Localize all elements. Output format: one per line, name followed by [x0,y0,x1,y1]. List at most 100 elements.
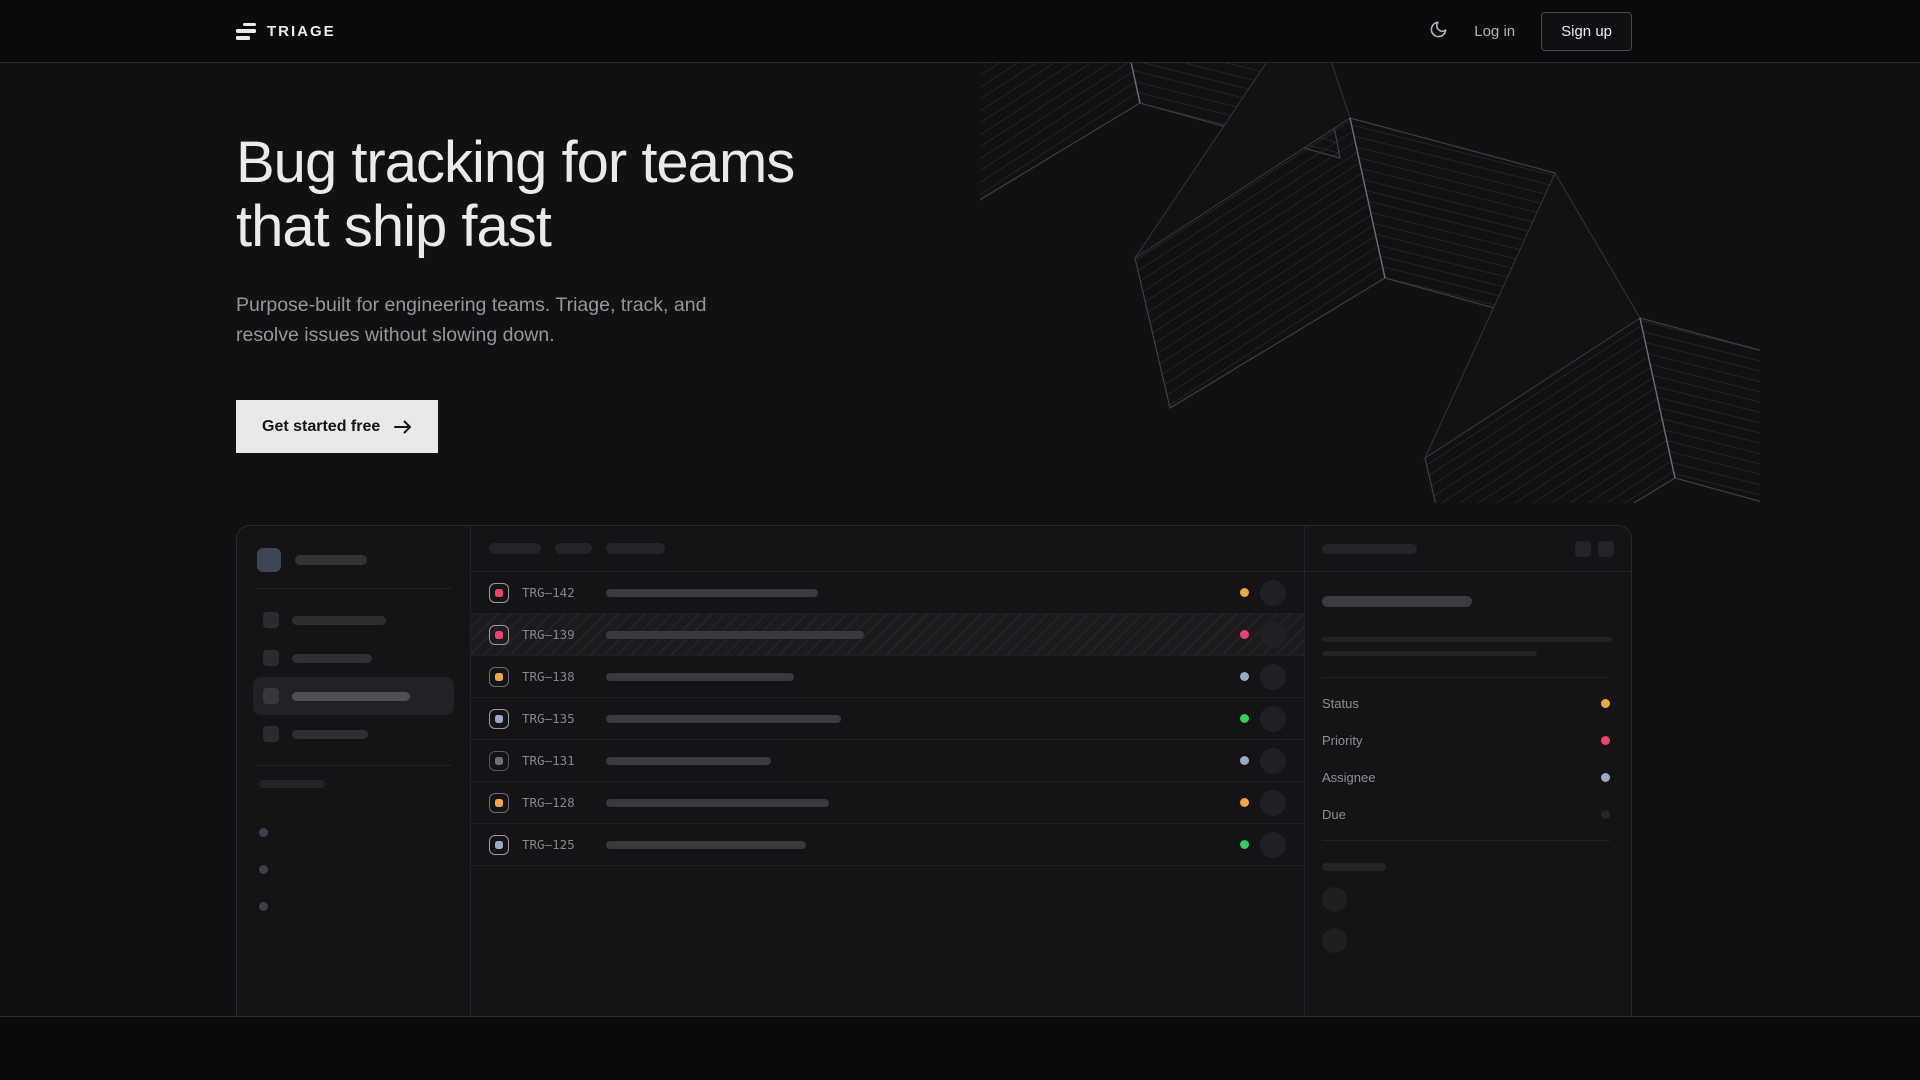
activity-avatars [1322,887,1610,953]
sidebar-item[interactable] [253,601,454,639]
detail-field-row[interactable]: Due [1322,796,1610,833]
section-label-skeleton [259,780,325,788]
issue-type-dot [495,840,503,849]
sidebar-dot [259,828,268,837]
issue-row[interactable]: TRG–142 [471,572,1304,614]
avatar [1260,663,1286,690]
sidebar-dot [259,902,268,911]
detail-action-button[interactable] [1598,540,1614,557]
issue-row[interactable]: TRG–138 [471,656,1304,698]
status-dot [1240,798,1249,807]
issue-row[interactable]: TRG–128 [471,782,1304,824]
workspace-name-skeleton [295,555,367,565]
status-dot [1240,630,1249,639]
sidebar-item-label-skeleton [292,615,386,625]
issue-type-dot [495,714,503,723]
issue-title-skeleton [606,798,829,807]
workspace-icon [257,548,281,572]
status-dot [1240,840,1249,849]
issue-id: TRG–139 [522,627,575,642]
avatar [1260,747,1286,774]
issue-type-icon [489,792,509,813]
divider [255,588,452,589]
issue-row[interactable]: TRG–131 [471,740,1304,782]
arrow-right-icon [394,420,412,434]
field-label: Priority [1322,733,1363,748]
moon-icon [1429,20,1448,42]
detail-action-button[interactable] [1575,540,1591,557]
list-toolbar [471,526,1304,572]
signup-button[interactable]: Sign up [1541,11,1632,51]
sidebar-item-icon [263,612,279,628]
issue-type-icon [489,708,509,729]
issue-id: TRG–142 [522,585,575,600]
issue-type-icon [489,582,509,603]
issue-id: TRG–135 [522,711,575,726]
activity-label-skeleton [1322,863,1386,871]
list-filter-pill-skeleton[interactable] [489,543,541,554]
brand-name: TRIAGE [267,22,336,40]
list-filter-pill-skeleton[interactable] [606,543,665,554]
description-line-skeleton [1322,637,1612,642]
sidebar-item-icon [263,688,279,704]
divider [1322,677,1610,678]
issue-row[interactable]: TRG–139 [471,614,1304,656]
detail-breadcrumb-skeleton [1322,543,1417,554]
brand[interactable]: TRIAGE [236,22,336,40]
issue-title-skeleton [606,840,806,849]
issue-type-icon [489,834,509,855]
sidebar-item-label-skeleton [292,653,372,663]
issue-row[interactable]: TRG–125 [471,824,1304,866]
avatar [1260,831,1286,858]
issue-type-dot [495,630,503,639]
detail-field-row[interactable]: Priority [1322,722,1610,759]
field-label: Status [1322,696,1359,711]
issue-id: TRG–131 [522,753,575,768]
hero-subtitle: Purpose-built for engineering teams. Tri… [236,294,707,346]
issue-id: TRG–138 [522,669,575,684]
issue-title-skeleton [606,588,818,597]
theme-toggle-button[interactable] [1429,20,1448,42]
sidebar-dot [259,865,268,874]
field-value-dot [1601,699,1610,708]
issue-row[interactable]: TRG–135 [471,698,1304,740]
top-nav: TRIAGE Log in Sign up [0,0,1920,63]
issue-type-icon [489,750,509,771]
issue-title-skeleton [606,714,841,723]
issue-type-dot [495,588,503,597]
login-link[interactable]: Log in [1474,22,1516,40]
divider [255,765,452,766]
issue-type-dot [495,798,503,807]
sidebar-item-icon [263,650,279,666]
field-value-dot [1601,773,1610,782]
avatar [1260,579,1286,606]
sidebar-dots [253,794,454,945]
field-value-dot [1601,810,1610,819]
avatar [1322,887,1347,912]
triage-logo-icon [236,22,256,40]
field-label: Assignee [1322,770,1376,785]
hero-section: Bug tracking for teams that ship fast Pu… [0,63,1920,1016]
sidebar-item-label-skeleton [292,691,410,701]
detail-field-row[interactable]: Status [1322,685,1610,722]
sidebar-item[interactable] [253,639,454,677]
issue-title-skeleton [606,672,794,681]
workspace-switcher[interactable] [253,544,454,588]
sidebar-item[interactable] [253,677,454,715]
status-dot [1240,714,1249,723]
avatar [1260,621,1286,648]
issue-title-skeleton [606,630,864,639]
issue-id: TRG–125 [522,837,575,852]
list-filter-pill-skeleton[interactable] [555,543,592,554]
detail-field-row[interactable]: Assignee [1322,759,1610,796]
issue-title-skeleton [1322,596,1472,607]
get-started-button[interactable]: Get started free [236,400,439,453]
issue-id: TRG–128 [522,795,575,810]
sidebar-item[interactable] [253,715,454,753]
issue-type-dot [495,756,503,765]
